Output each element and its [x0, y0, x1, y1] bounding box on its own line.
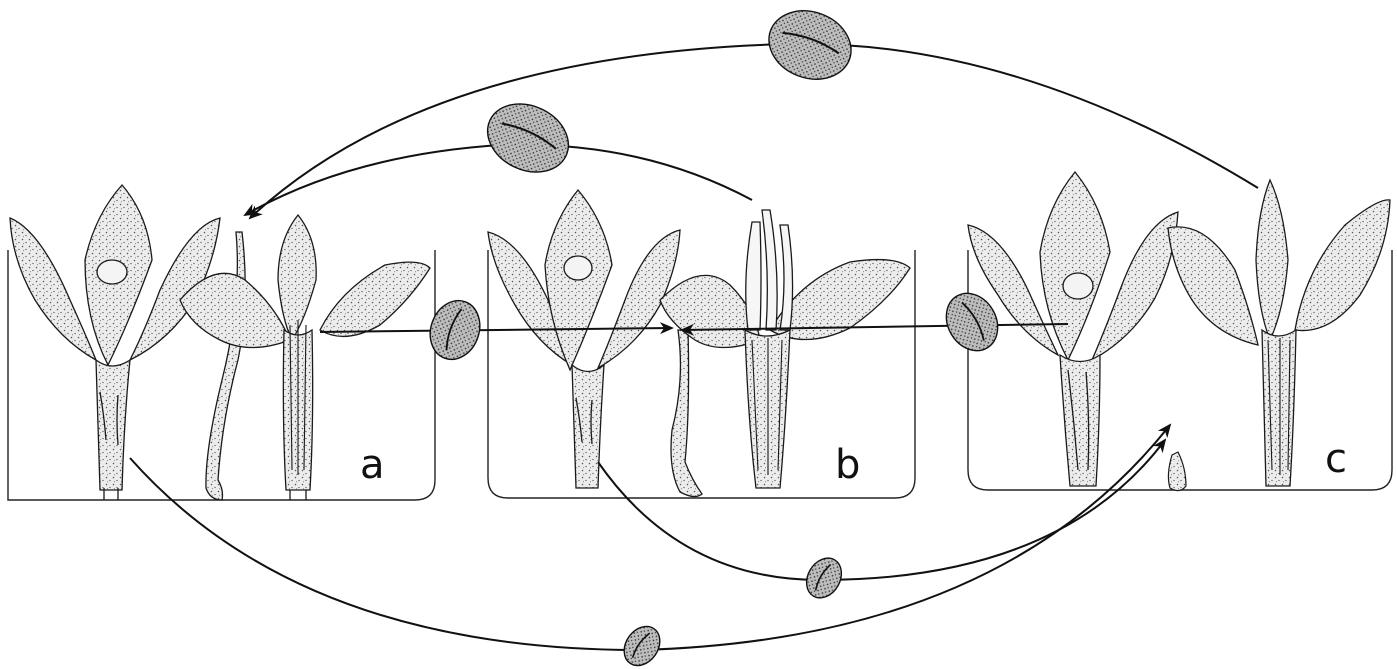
pollen-grain-icon-3 [422, 294, 488, 367]
flower-b-left [488, 190, 680, 488]
panel-c-label: c [1325, 436, 1347, 482]
seed-capsule [1168, 452, 1186, 491]
pollen-grain-icon-5 [800, 552, 849, 604]
style-a [206, 232, 245, 500]
pollen-grain-icon-2 [476, 91, 579, 185]
panel-a-label: a [360, 442, 385, 488]
pollen-grain-icon-4 [936, 284, 1008, 360]
flower-a-left [10, 185, 220, 500]
flower-c-left [968, 172, 1178, 486]
style-b [671, 330, 702, 497]
pollen-grain-icon-1 [759, 0, 861, 90]
panel-b-label: b [835, 442, 860, 488]
flower-b-right [660, 210, 910, 488]
arrow-top-outer [250, 44, 1258, 218]
pollen-grain-icon-6 [617, 620, 667, 669]
flower-c-right [1168, 180, 1390, 486]
